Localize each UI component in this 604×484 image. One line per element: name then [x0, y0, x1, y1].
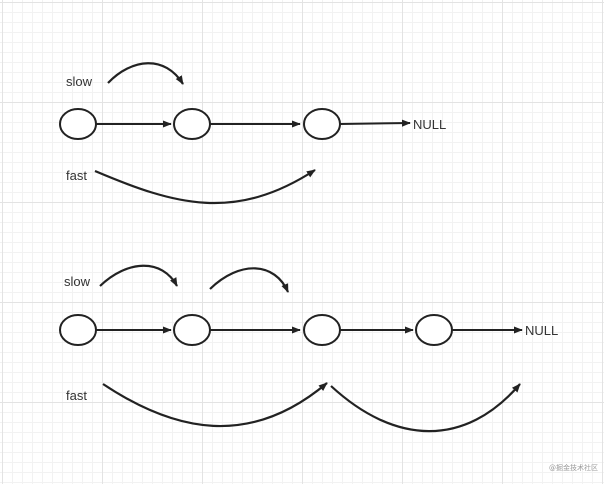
top-node-1 — [59, 108, 97, 140]
bottom-fast-arrow-2 — [330, 383, 521, 433]
bottom-fast-label: fast — [66, 388, 87, 403]
top-node-3 — [303, 108, 341, 140]
bottom-fast-arrow-1 — [102, 382, 328, 428]
top-slow-arrow — [107, 62, 184, 85]
bottom-node-2 — [173, 314, 211, 346]
bottom-slow-arrow-1 — [99, 264, 178, 287]
bottom-null-label: NULL — [525, 323, 558, 338]
bottom-node-3 — [303, 314, 341, 346]
bottom-node-4 — [415, 314, 453, 346]
bottom-slow-label: slow — [64, 274, 91, 289]
top-link-3-null — [339, 119, 411, 127]
top-slow-label: slow — [66, 74, 93, 89]
watermark: @掘金技术社区 — [549, 463, 598, 472]
top-node-2 — [173, 108, 211, 140]
top-fast-label: fast — [66, 168, 87, 183]
top-fast-arrow — [94, 169, 316, 205]
bottom-node-1 — [59, 314, 97, 346]
top-null-label: NULL — [413, 117, 446, 132]
bottom-slow-arrow-2 — [209, 267, 290, 293]
